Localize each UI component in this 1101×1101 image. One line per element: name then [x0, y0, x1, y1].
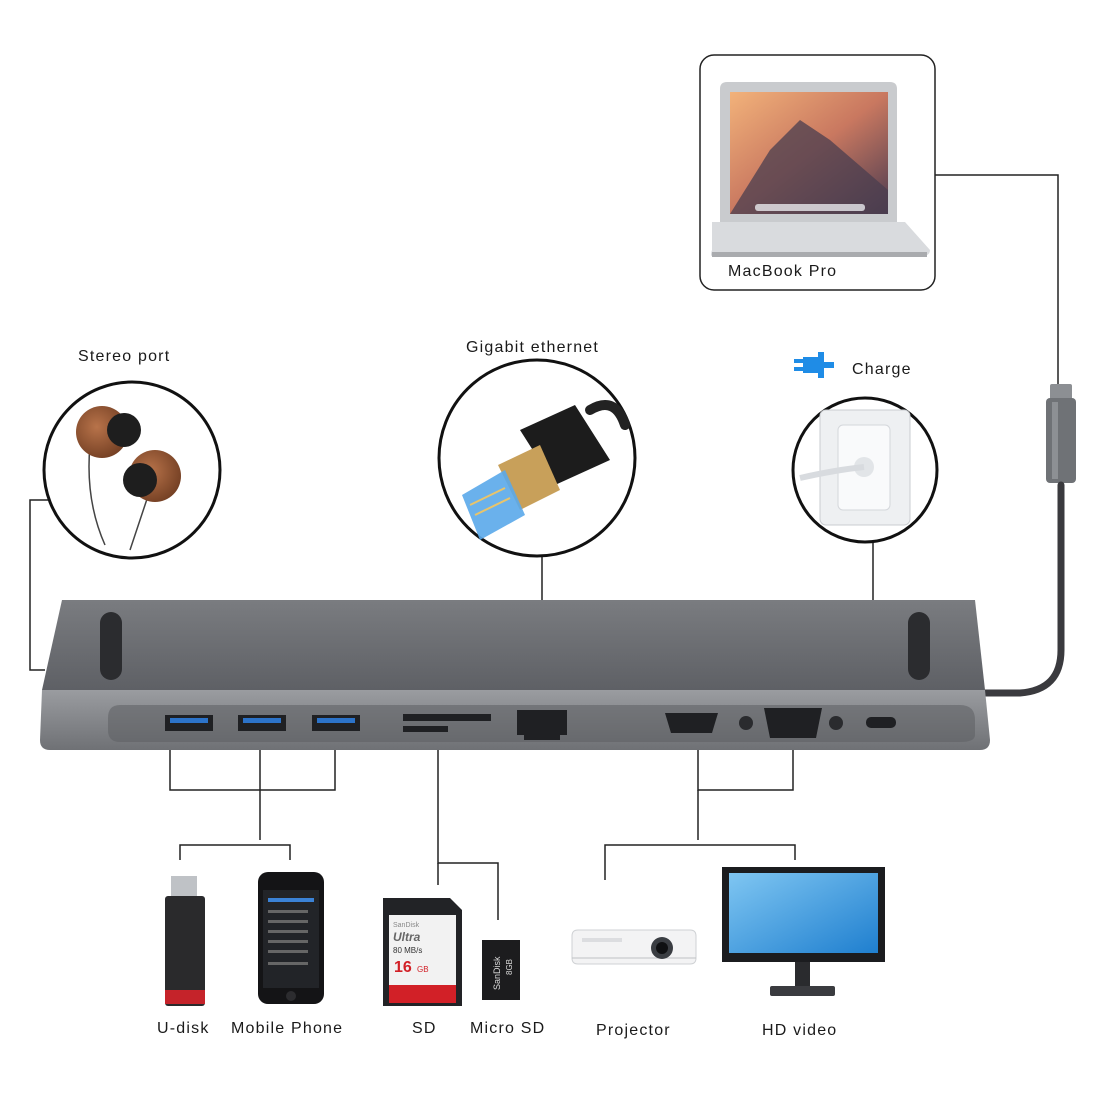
ethernet-port	[517, 710, 567, 740]
sd-card-brand: SanDisk	[393, 922, 420, 929]
micro-sd-slot	[403, 726, 448, 732]
ethernet-illustration	[437, 358, 637, 558]
sd-card-line: Ultra	[393, 930, 421, 944]
projector-icon	[571, 929, 697, 965]
laptop-icon	[711, 82, 930, 257]
micro-sd-brand: SanDisk	[492, 956, 502, 990]
monitor-icon	[722, 867, 885, 996]
stereo-port-illustration	[42, 380, 222, 560]
earphone-icon	[76, 406, 181, 502]
projector-label: Projector	[596, 1022, 671, 1039]
micro-sd-capacity: 8GB	[505, 959, 514, 975]
hd-video-label: HD video	[762, 1022, 838, 1039]
charge-plug-icon	[794, 352, 834, 378]
macbook-label: MacBook Pro	[728, 263, 838, 280]
charge-label: Charge	[852, 361, 912, 378]
mobile-phone-label: Mobile Phone	[231, 1020, 344, 1037]
sd-label: SD	[412, 1020, 437, 1037]
vga-port	[764, 708, 822, 738]
rj45-cable-icon	[462, 400, 630, 540]
connector-lines	[29, 174, 1059, 920]
sd-card-capacity: 16	[394, 959, 412, 976]
mobile-phone-icon	[258, 872, 324, 1004]
power-socket-icon	[799, 409, 911, 526]
sd-card-unit: GB	[417, 965, 429, 974]
usb-a-port-1	[165, 715, 213, 731]
sd-card-speed: 80 MB/s	[393, 946, 422, 955]
usb-a-port-2	[238, 715, 286, 731]
sd-slot	[403, 714, 491, 721]
u-disk-label: U-disk	[157, 1020, 210, 1037]
sd-card-icon: SanDisk Ultra 80 MB/s 16 GB	[383, 898, 462, 1006]
gigabit-ethernet-label: Gigabit ethernet	[466, 339, 600, 356]
micro-sd-label: Micro SD	[470, 1020, 546, 1037]
macbook-panel	[699, 54, 936, 291]
usb-c-hub	[40, 600, 990, 750]
usb-c-power-port	[866, 717, 896, 728]
micro-sd-card-icon: SanDisk 8GB	[482, 940, 520, 1000]
hdmi-port	[665, 713, 718, 733]
usb-c-cable	[981, 384, 1076, 697]
stereo-port-label: Stereo port	[78, 348, 171, 365]
usb-flash-drive-icon	[165, 876, 205, 1006]
usb-a-port-3	[312, 715, 360, 731]
charge-illustration	[791, 396, 939, 544]
